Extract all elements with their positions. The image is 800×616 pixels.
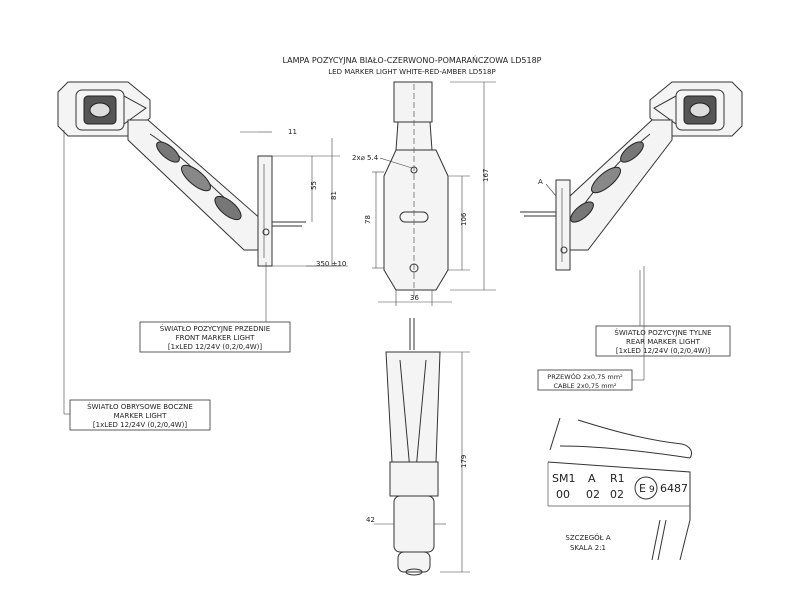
rear-light-callout: ŚWIATŁO POZYCYJNE TYLNE REAR MARKER LIGH… bbox=[595, 270, 731, 357]
dim-167: 167 bbox=[482, 169, 490, 182]
left-lamp-view: 11 55 81 350 ±10 bbox=[57, 81, 348, 268]
dim-81: 81 bbox=[330, 191, 338, 200]
dim-42: 42 bbox=[366, 516, 375, 524]
marking-02b: 02 bbox=[610, 488, 624, 501]
dim-350: 350 ±10 bbox=[316, 260, 346, 268]
dim-179: 179 bbox=[460, 455, 468, 468]
side-light-spec: [1xLED 12/24V (0,2/0,4W)] bbox=[93, 421, 187, 429]
e-mark: E bbox=[639, 482, 646, 495]
dim-11: 11 bbox=[288, 128, 297, 136]
e-mark-circle bbox=[634, 476, 658, 500]
dim-2x-hole: 2x⌀ 5.4 bbox=[352, 154, 379, 162]
cable-label-en: CABLE 2x0,75 mm² bbox=[553, 382, 616, 390]
cable-label-pl: PRZEWÓD 2x0,75 mm² bbox=[547, 372, 623, 381]
front-light-label-pl: ŚWIATŁO POZYCYJNE PRZEDNIE bbox=[160, 324, 270, 333]
right-lamp-view: A bbox=[520, 81, 743, 271]
rear-light-spec: [1xLED 12/24V (0,2/0,4W)] bbox=[616, 347, 710, 355]
e-number: 9 bbox=[649, 485, 655, 495]
side-light-label-en: MARKER LIGHT bbox=[114, 412, 167, 420]
dim-36: 36 bbox=[410, 294, 419, 302]
marking-a: A bbox=[588, 472, 596, 485]
marking-00: 00 bbox=[556, 488, 570, 501]
front-light-spec: [1xLED 12/24V (0,2/0,4W)] bbox=[168, 343, 262, 351]
title-polish: LAMPA POZYCYJNA BIAŁO-CZERWONO-POMARAŃCZ… bbox=[282, 54, 541, 65]
rear-light-label-en: REAR MARKER LIGHT bbox=[626, 338, 701, 346]
front-light-label-en: FRONT MARKER LIGHT bbox=[176, 334, 256, 342]
side-light-label-pl: ŚWIATŁO OBRYSOWE BOCZNE bbox=[87, 402, 193, 411]
marking-02a: 02 bbox=[586, 488, 600, 501]
detail-title: SZCZEGÓŁ A bbox=[565, 533, 610, 542]
approval-number: 6487 bbox=[660, 482, 688, 495]
dim-78: 78 bbox=[364, 215, 372, 224]
rear-light-label-pl: ŚWIATŁO POZYCYJNE TYLNE bbox=[614, 328, 711, 337]
dim-106: 106 bbox=[460, 212, 468, 226]
detail-scale: SKALA 2:1 bbox=[570, 544, 606, 552]
center-plate-view: 167 106 78 2x⌀ 5.4 36 bbox=[352, 81, 496, 306]
marking-r1: R1 bbox=[610, 472, 625, 485]
front-light-callout: ŚWIATŁO POZYCYJNE PRZEDNIE FRONT MARKER … bbox=[139, 262, 291, 353]
marking-sm1: SM1 bbox=[552, 472, 575, 485]
approval-marking: SM1 A R1 00 02 02 E 9 6487 bbox=[552, 472, 688, 501]
cable-callout: PRZEWÓD 2x0,75 mm² CABLE 2x0,75 mm² bbox=[537, 266, 645, 391]
detail-a: SM1 A R1 00 02 02 E 9 6487 SZCZEGÓŁ A SK… bbox=[547, 417, 693, 561]
view-mark-a: A bbox=[538, 178, 543, 186]
side-light-callout: ŚWIATŁO OBRYSOWE BOCZNE MARKER LIGHT [1x… bbox=[63, 130, 211, 431]
title-english: LED MARKER LIGHT WHITE-RED-AMBER LD518P bbox=[328, 68, 495, 76]
dim-55: 55 bbox=[310, 181, 318, 190]
bottom-side-view: 179 42 bbox=[366, 318, 470, 576]
